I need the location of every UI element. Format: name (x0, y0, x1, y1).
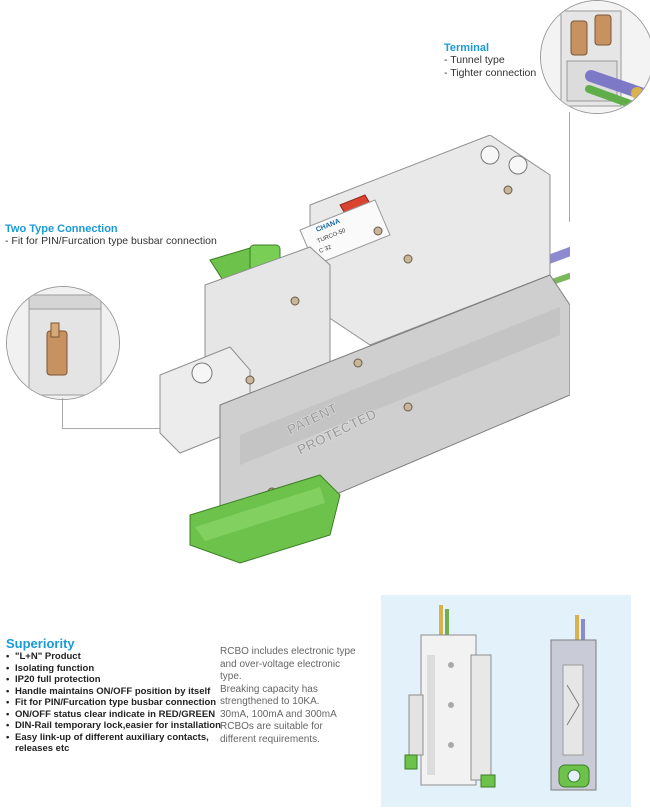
product-views-panel (381, 595, 631, 807)
description-line: strengthened to 10KA. (220, 696, 320, 707)
superiority-item: Fit for PIN/Furcation type busbar connec… (6, 697, 236, 709)
superiority-title: Superiority (6, 636, 75, 651)
terminal-detail-image (541, 1, 650, 113)
connection-callout: Two Type Connection - Fit for PIN/Furcat… (5, 223, 265, 248)
terminal-line-1: - Tunnel type (444, 54, 505, 66)
rcbo-device-illustration: CHANA TURCO-50 C 32 PATENT PROTECTED (159, 135, 570, 564)
superiority-item: DIN-Rail temporary lock,easier for insta… (6, 720, 236, 732)
connection-title: Two Type Connection (5, 223, 118, 235)
terminal-connector-vertical (569, 112, 570, 222)
connection-connector-horizontal (62, 428, 182, 429)
superiority-section: Superiority "L+N" Product Isolating func… (6, 636, 236, 755)
description-line: type. (220, 671, 242, 682)
superiority-item: IP20 full protection (6, 674, 236, 686)
description: RCBO includes electronic type and over-v… (220, 646, 380, 746)
connection-line-1: - Fit for PIN/Furcation type busbar conn… (5, 235, 217, 247)
superiority-item: Easy link-up of different auxiliary cont… (6, 732, 236, 744)
superiority-item-cont: releases etc (15, 743, 70, 754)
connection-detail-image (7, 287, 119, 399)
description-line: and over-voltage electronic (220, 658, 341, 670)
superiority-item: "L+N" Product (6, 651, 236, 663)
superiority-list: "L+N" Product Isolating function IP20 fu… (6, 651, 236, 755)
connection-connector (62, 398, 63, 428)
product-side-views (404, 605, 597, 791)
terminal-line-2: - Tighter connection (444, 67, 537, 79)
superiority-item: Isolating function (6, 663, 236, 675)
terminal-callout: Terminal - Tunnel type - Tighter connect… (444, 42, 554, 80)
description-line: different requirements. (220, 733, 320, 745)
connection-zoom-circle (6, 286, 120, 400)
description-line: RCBO includes electronic type (220, 646, 356, 657)
terminal-title: Terminal (444, 42, 490, 54)
device-rating: C 32 (319, 244, 334, 255)
superiority-item: Handle maintains ON/OFF position by itse… (6, 686, 236, 698)
description-line: 30mA, 100mA and 300mA (220, 708, 337, 720)
superiority-item: ON/OFF status clear indicate in RED/GREE… (6, 709, 236, 721)
terminal-zoom-circle (540, 0, 650, 114)
description-line: RCBOs are suitable for (220, 721, 323, 732)
description-line: Breaking capacity has (220, 683, 318, 695)
